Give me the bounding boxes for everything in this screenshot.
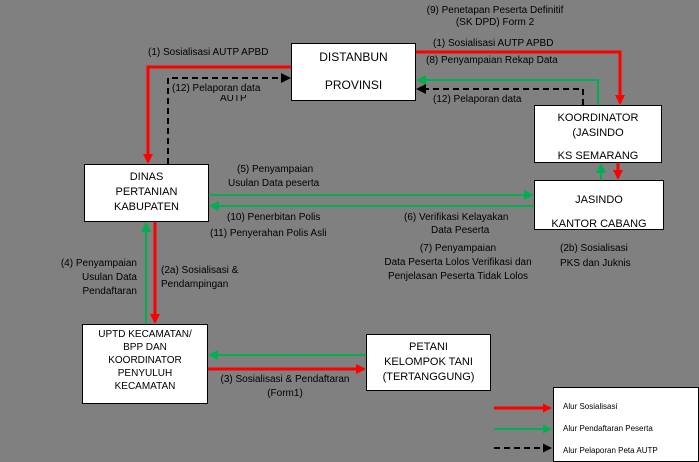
box-distanbun-line-2: PROVINSI [324,78,383,92]
box-uptd-line-4: PENYULUH [117,368,173,379]
box-dinas-pertanian: DINAS PERTANIAN KABUPATEN [84,164,209,222]
box-koordinator-line-1: KOORDINATOR [557,112,639,124]
box-dinas-line-1: DINAS [129,171,164,183]
label-6-line-1: (6) Verifikasi Kelayakan [404,212,509,223]
label-10-text: (10) Penerbitan Polis [227,212,321,223]
box-jasindo-line-1: JASINDO [575,194,623,206]
label-2b-line-2: PKS dan Juknis [560,258,631,269]
label-3-sosialisasi-pendaftaran: (3) Sosialisasi & Pendaftaran (Form1) [210,374,360,400]
label-5-penyampaian-usulan: (5) Penyampaian Usulan Data peserta [228,164,319,190]
label-4-line-2: Usulan Data [81,272,137,283]
label-12-right-text: (12) Pelaporan data [433,94,522,105]
label-2a-line-2: Pendampingan [161,279,229,290]
label-7-line-3: Penjelasan Peserta Tidak Lolos [387,271,529,282]
label-9-line-2: (SK DPD) Form 2 [455,17,535,28]
label-6-verifikasi: (6) Verifikasi Kelayakan Data Peserta [404,212,509,237]
box-uptd-line-2: BPP DAN [123,342,167,353]
box-jasindo-kantor-cabang: JASINDO KANTOR CABANG [534,180,664,230]
label-3-line-1: (3) Sosialisasi & Pendaftaran [220,374,350,385]
box-dinas-line-3: KABUPATEN [114,201,179,213]
label-8-rekap-data: (8) Penyampaian Rekap Data [426,55,558,67]
label-1-right-text: (1) Sosialisasi AUTP APBD [433,38,554,49]
label-4-line-1: (4) Penyampaian [60,258,137,269]
box-uptd-line-3: KOORDINATOR [108,355,182,366]
label-5-line-2: Usulan Data peserta [228,178,320,189]
label-12-left-line-2: AUTP [220,95,247,103]
box-koordinator-jasindo: KOORDINATOR (JASINDO KS SEMARANG [534,105,662,163]
box-distanbun-line-1: DISTANBUN [319,50,388,64]
label-12-pelaporan-left: (12) Pelaporan data AUTP [172,83,260,103]
label-2a-line-1: (2a) Sosialisasi & [161,265,239,276]
label-2b-sosialisasi-pks: (2b) Sosialisasi PKS dan Juknis [560,243,631,270]
box-uptd-kecamatan: UPTD KECAMATAN/ BPP DAN KOORDINATOR PENY… [82,324,208,404]
arrow-12-koordinator-to-distanbun [416,84,584,105]
label-12-left-line-1: (12) Pelaporan data [172,83,261,94]
label-7-line-1: (7) Penyampaian [419,243,497,254]
label-11-penyerahan-polis: (11) Penyerahan Polis Asli [210,228,327,240]
label-1-left-text: (1) Sosialisasi AUTP APBD [148,47,269,58]
label-5-line-1: (5) Penyampaian [237,164,314,175]
label-7-penyampaian-lolos: (7) Penyampaian Data Peserta Lolos Verif… [370,243,546,283]
label-8-text: (8) Penyampaian Rekap Data [426,55,558,66]
legend-swatches [554,388,699,462]
label-4-usulan-pendaftaran: (4) Penyampaian Usulan Data Pendaftaran [40,258,137,298]
label-2b-line-1: (2b) Sosialisasi [560,243,628,254]
label-2a-sosialisasi-pendampingan: (2a) Sosialisasi & Pendampingan [161,265,238,291]
arrow-12-dinas-to-distanbun [167,73,291,164]
box-uptd-line-1: UPTD KECAMATAN/ [98,329,192,340]
label-1-sosialisasi-right: (1) Sosialisasi AUTP APBD [433,38,553,50]
label-10-penerbitan-polis: (10) Penerbitan Polis [227,212,320,224]
label-12-pelaporan-right: (12) Pelaporan data [433,94,521,106]
label-4-line-3: Pendaftaran [82,286,138,297]
label-3-line-2: (Form1) [267,388,303,399]
arrow-8-koordinator-to-distanbun [416,75,599,105]
legend [553,387,699,462]
box-jasindo-line-2: KANTOR CABANG [551,218,647,230]
arrow-1-distanbun-to-koordinator [416,50,625,105]
box-koordinator-line-2: (JASINDO [572,127,624,139]
box-petani-line-1: PETANI [409,341,448,353]
box-petani-line-3: (TERTANGGUNG) [382,371,475,383]
label-11-text: (11) Penyerahan Polis Asli [210,228,327,239]
label-9-penetapan-peserta: (9) Penetapan Peserta Definitif (SK DPD)… [425,5,565,29]
label-9-line-1: (9) Penetapan Peserta Definitif [426,5,564,16]
label-6-line-2: Data Peserta [431,225,490,236]
label-7-line-2: Data Peserta Lolos Verifikasi dan [384,257,532,268]
box-petani-kelompok-tani: PETANI KELOMPOK TANI (TERTANGGUNG) [366,334,491,391]
label-1-sosialisasi-left: (1) Sosialisasi AUTP APBD [148,47,268,59]
box-uptd-line-5: KECAMATAN [114,381,176,392]
box-koordinator-line-3: KS SEMARANG [557,150,639,162]
box-dinas-line-2: PERTANIAN [115,186,178,198]
arrow-1-distanbun-to-dinas [143,65,291,164]
box-petani-line-2: KELOMPOK TANI [384,356,473,368]
box-distanbun-provinsi: DISTANBUN PROVINSI [291,43,416,101]
